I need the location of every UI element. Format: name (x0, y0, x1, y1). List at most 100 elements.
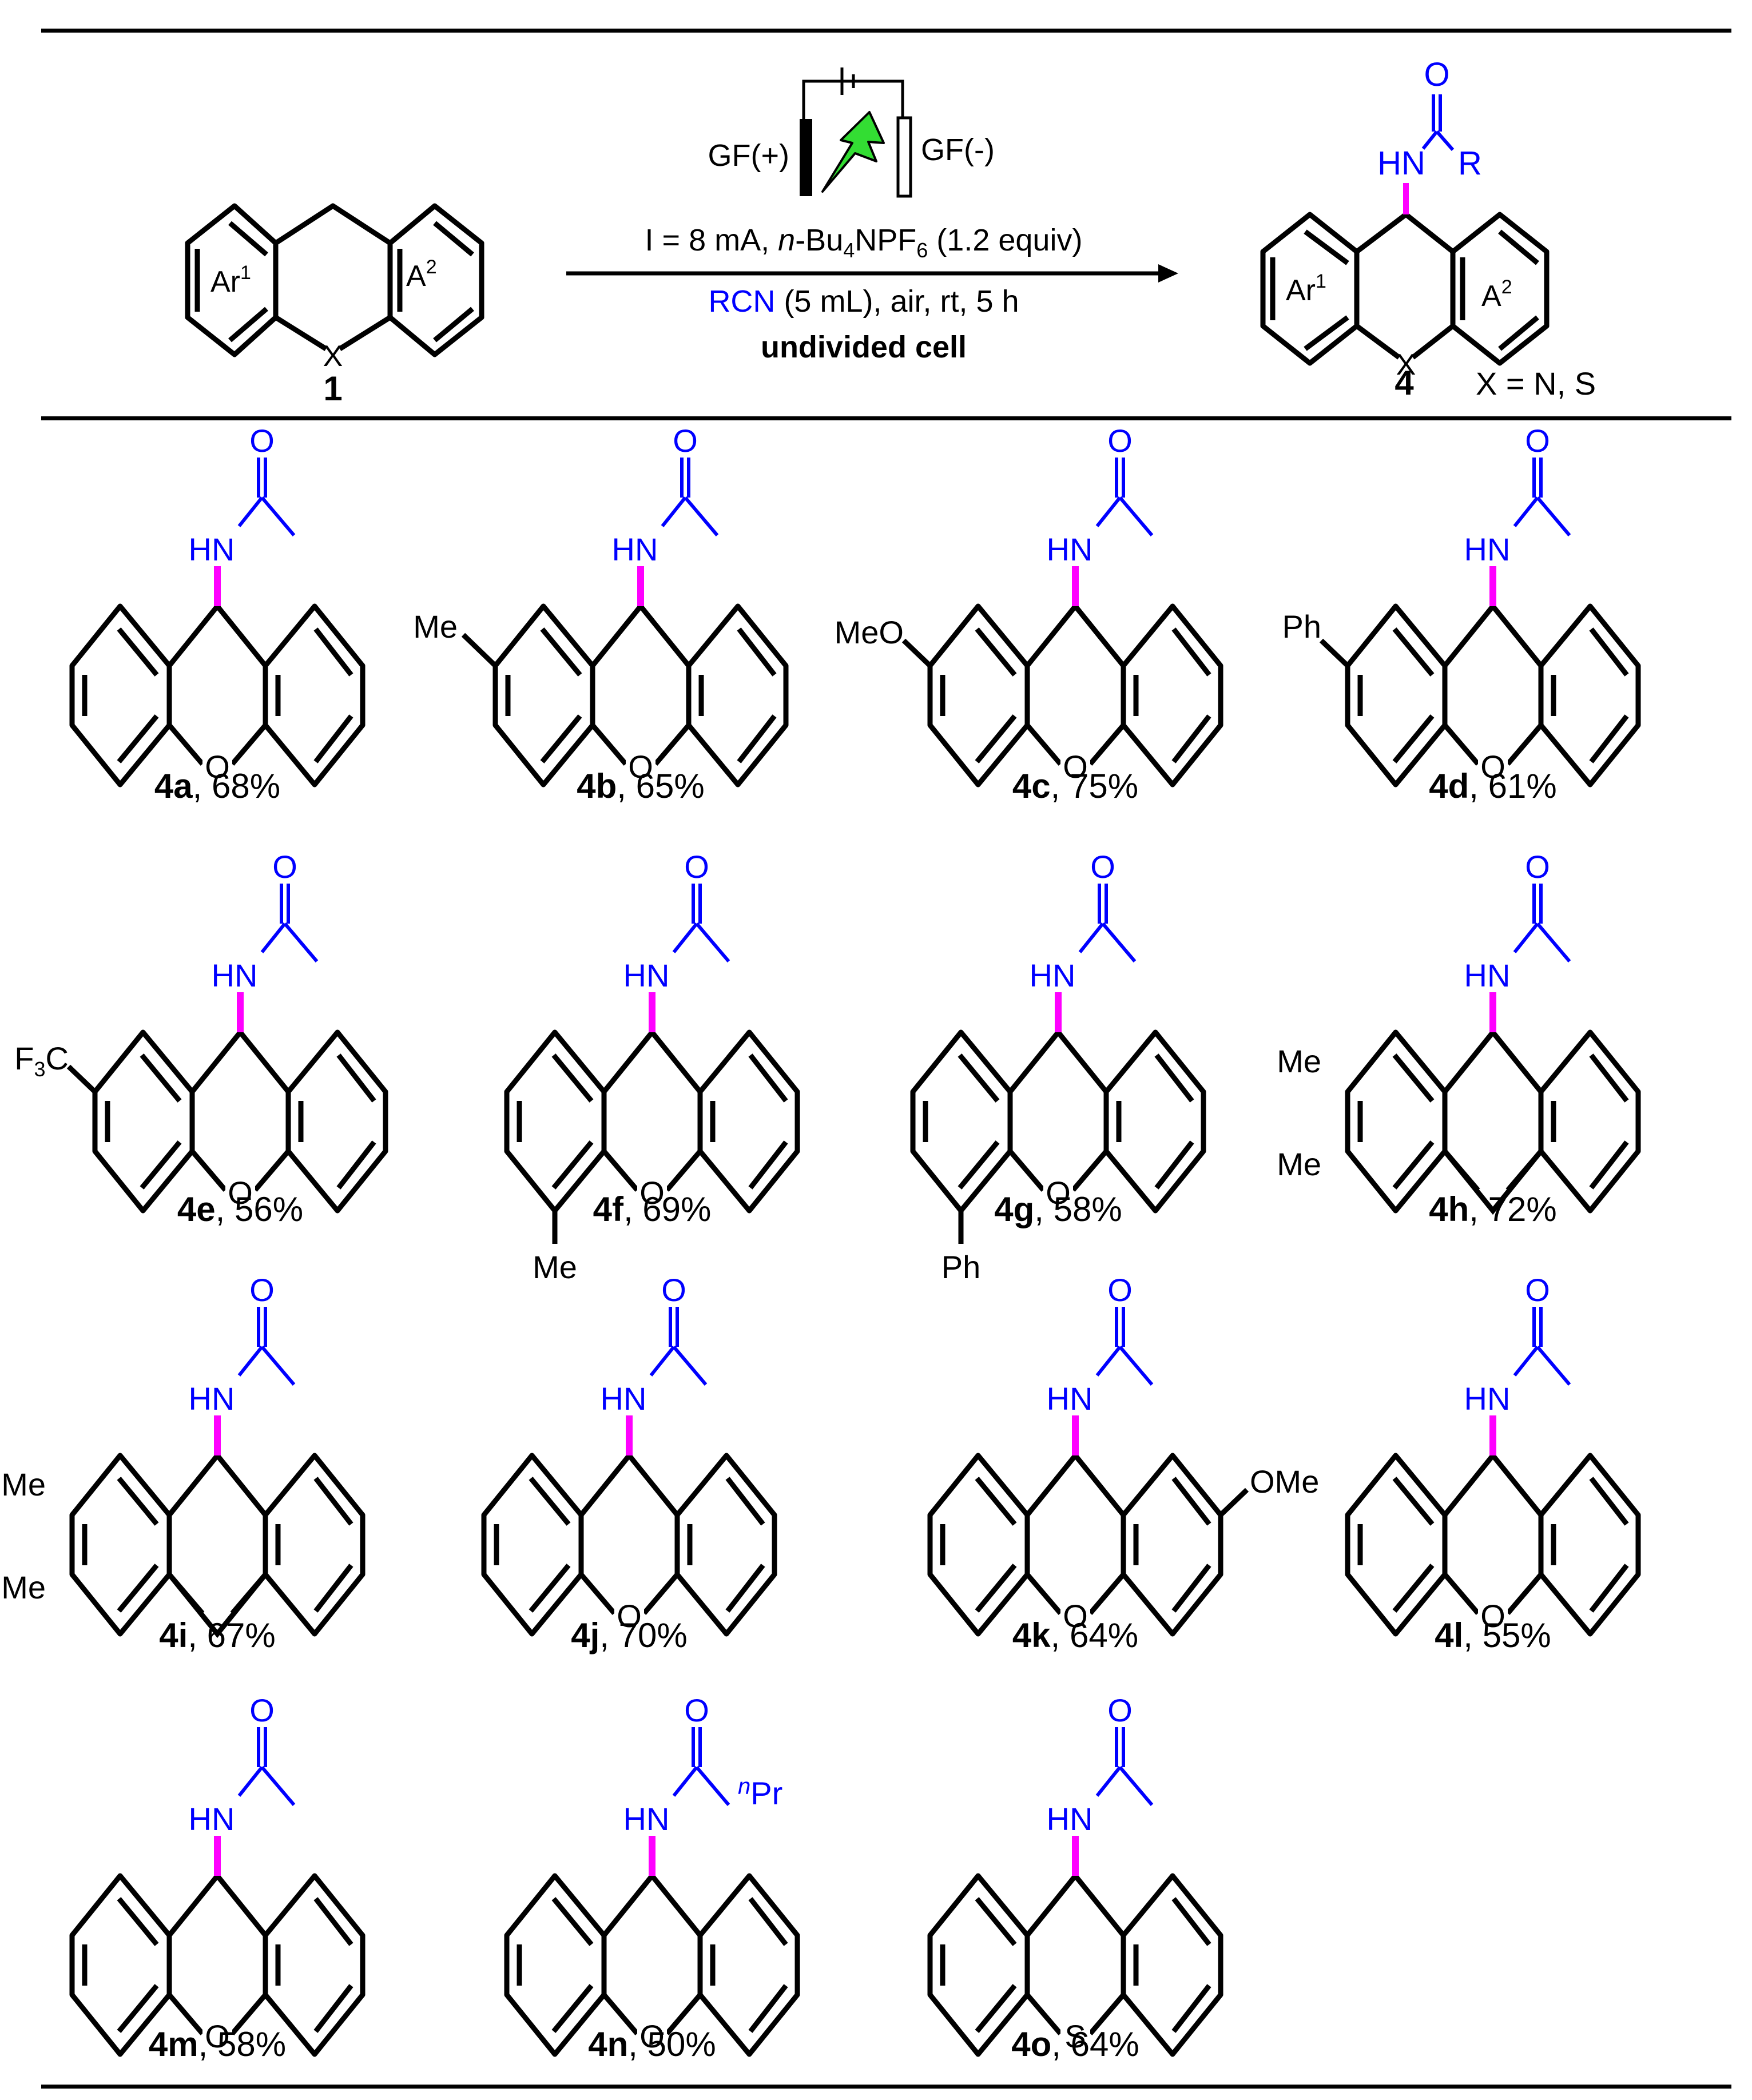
svg-text:F3C: F3C (14, 1040, 69, 1081)
bottom-rule (41, 2085, 1731, 2089)
compound-label-4h: 4h, 72% (1429, 1190, 1557, 1228)
svg-text:O: O (228, 1175, 253, 1211)
svg-text:O: O (205, 749, 230, 785)
structure-4l: HN O O (1333, 1272, 1699, 1656)
compound-label-4l: 4l, 55% (1435, 1616, 1551, 1654)
product-ar1-label: Ar1 (1286, 271, 1326, 307)
conditions-line-2: RCN (5 mL), air, rt, 5 h (708, 284, 1019, 319)
svg-text:O: O (1525, 1272, 1550, 1308)
svg-text:nPr: nPr (738, 1774, 782, 1811)
svg-text:O: O (1525, 423, 1550, 459)
svg-text:Ph: Ph (941, 1249, 981, 1285)
svg-text:Me: Me (1277, 1146, 1321, 1182)
anode-label: GF(+) (708, 138, 790, 173)
svg-text:HN: HN (612, 531, 658, 567)
product-id: 4 (1395, 364, 1414, 402)
structure-4g: HN O O Ph (898, 849, 1264, 1285)
product-x-label: X (1396, 348, 1416, 381)
svg-text:O: O (684, 1692, 709, 1728)
svg-text:Me: Me (533, 1249, 577, 1285)
svg-text:O: O (684, 849, 709, 885)
svg-text:O: O (1107, 423, 1133, 459)
svg-text:O: O (1046, 1175, 1071, 1211)
compound-label-4f: 4f, 69% (593, 1190, 712, 1228)
svg-text:O: O (1480, 1598, 1505, 1634)
svg-text:HN: HN (1464, 531, 1511, 567)
svg-text:O: O (1063, 1598, 1088, 1634)
svg-text:O: O (673, 423, 698, 459)
compound-label-4j: 4j, 70% (571, 1616, 688, 1654)
svg-text:OMe: OMe (1250, 1463, 1319, 1500)
svg-text:HN: HN (1047, 531, 1093, 567)
svg-text:Me: Me (1, 1569, 46, 1605)
compound-label-4m: 4m, 58% (148, 2025, 287, 2063)
compound-label-4a: 4a, 68% (154, 767, 281, 805)
reactant-structure: HN O R Ar1 A2 X Ar1 A2 X GF(+) GF(-) I =… (185, 56, 1596, 408)
svg-text:HN: HN (1464, 957, 1511, 993)
svg-text:S: S (1064, 2018, 1086, 2054)
compound-label-4o: 4o, 64% (1011, 2025, 1139, 2063)
compound-label-4d: 4d, 61% (1429, 767, 1557, 805)
svg-text:HN: HN (189, 1801, 235, 1837)
structure-4m: HN O O (57, 1692, 423, 2076)
compound-label-4k: 4k, 64% (1012, 1616, 1139, 1654)
conditions-line-3: undivided cell (761, 330, 967, 364)
svg-text:HN: HN (623, 1801, 670, 1837)
structure-4a: HN O O (57, 423, 423, 806)
svg-text:O: O (1063, 749, 1088, 785)
svg-text:Ph: Ph (1282, 608, 1322, 645)
compound-label-4n: 4n, 50% (588, 2025, 716, 2063)
structure-4d: HN O O Ph (1282, 423, 1699, 806)
header-rule (41, 416, 1731, 420)
compound-label-4e: 4e, 56% (177, 1190, 304, 1228)
svg-text:HN: HN (601, 1381, 647, 1417)
compound-label-4i: 4i, 67% (159, 1616, 276, 1654)
top-rule (41, 29, 1731, 33)
svg-text:O: O (1107, 1692, 1133, 1728)
svg-text:HN: HN (1047, 1381, 1093, 1417)
svg-text:O: O (272, 849, 297, 885)
product-hn-label: HN (1377, 145, 1425, 182)
svg-text:O: O (249, 423, 275, 459)
svg-text:Me: Me (1277, 1043, 1321, 1079)
reactant-id: 1 (323, 369, 342, 408)
product-o-label: O (1424, 56, 1449, 93)
svg-text:O: O (661, 1272, 686, 1308)
compound-label-4g: 4g, 58% (994, 1190, 1122, 1228)
cathode-label: GF(-) (921, 133, 995, 167)
svg-text:O: O (639, 2018, 665, 2054)
svg-text:HN: HN (1030, 957, 1076, 993)
svg-text:HN: HN (212, 957, 258, 993)
svg-text:O: O (617, 1598, 642, 1634)
structure-4o: HN O S (915, 1692, 1281, 2076)
svg-text:MeO: MeO (835, 614, 904, 650)
conditions-line-1: I = 8 mA, n-Bu4NPF6 (1.2 equiv) (645, 223, 1083, 262)
reactant-a2-label: A2 (406, 256, 437, 293)
svg-text:O: O (205, 2018, 230, 2054)
svg-text:HN: HN (189, 1381, 235, 1417)
svg-text:O: O (1480, 749, 1505, 785)
svg-text:HN: HN (1464, 1381, 1511, 1417)
reactant-x-label: X (323, 340, 343, 373)
svg-text:O: O (639, 1175, 665, 1211)
structure-4c: HN O O MeO (835, 423, 1281, 806)
svg-text:HN: HN (1047, 1801, 1093, 1837)
svg-text:HN: HN (189, 531, 235, 567)
product-x-note: X = N, S (1476, 365, 1596, 401)
product-a2-label: A2 (1481, 276, 1512, 313)
compound-label-4b: 4b, 65% (577, 767, 705, 805)
svg-text:O: O (1090, 849, 1115, 885)
svg-text:HN: HN (623, 957, 670, 993)
svg-text:O: O (249, 1272, 275, 1308)
svg-text:O: O (628, 749, 653, 785)
structure-4e: HN O O F3C (14, 849, 446, 1232)
svg-text:Me: Me (1, 1466, 46, 1502)
structure-4j: HN O O (469, 1272, 835, 1656)
svg-text:O: O (1525, 849, 1550, 885)
svg-text:O: O (249, 1692, 275, 1728)
